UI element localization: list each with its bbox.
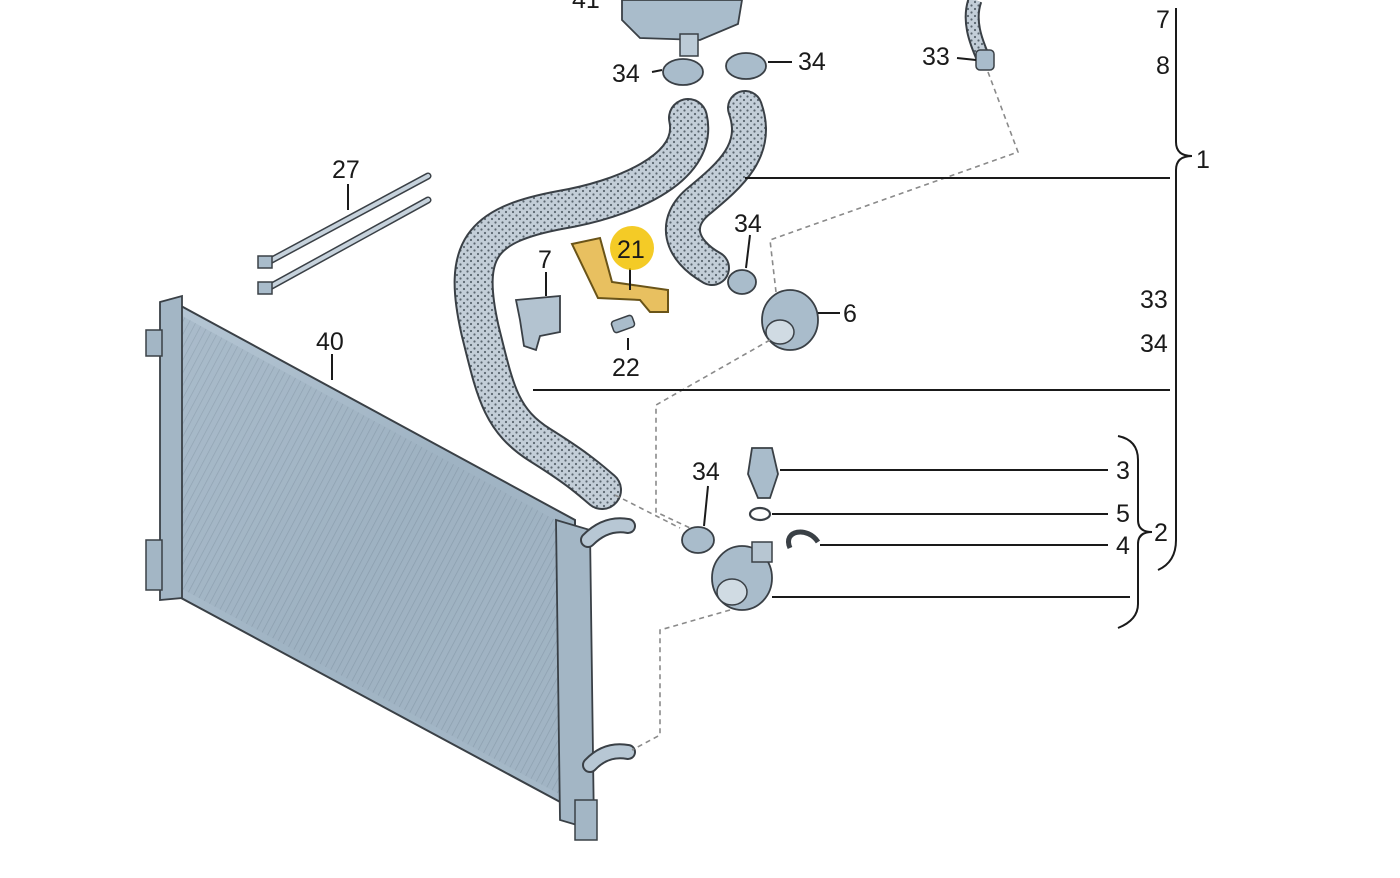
callout-1: 1 — [1196, 146, 1210, 174]
callout-7-mid: 7 — [538, 246, 552, 274]
hose-clip — [514, 295, 561, 352]
highlight-marker — [610, 226, 654, 270]
upper-coolant-hose — [665, 90, 767, 286]
callout-40: 40 — [316, 328, 344, 356]
callout-2: 2 — [1154, 519, 1168, 547]
cable-ties — [257, 172, 432, 295]
callout-7-top: 7 — [1156, 6, 1170, 34]
callout-4: 4 — [1116, 532, 1130, 560]
callout-27: 27 — [332, 156, 360, 184]
callout-22: 22 — [612, 354, 640, 382]
callout-5: 5 — [1116, 500, 1130, 528]
lower-radiator-hose — [453, 98, 710, 510]
radiator — [145, 294, 636, 841]
o-ring — [748, 506, 772, 522]
hose-connector-lower — [711, 541, 773, 611]
leader-lines — [331, 8, 1193, 629]
callout-3: 3 — [1116, 457, 1130, 485]
callout-34-low: 34 — [692, 458, 720, 486]
bracket-highlighted — [570, 236, 669, 313]
callout-33-top: 33 — [922, 43, 950, 71]
assembly-lines — [614, 71, 1020, 751]
hose-connector-upper — [761, 289, 819, 351]
callout-21: 21 — [617, 236, 645, 264]
temperature-sensor — [747, 447, 779, 499]
callout-34-top-right: 34 — [798, 48, 826, 76]
bolt — [610, 314, 636, 334]
callout-34-right: 34 — [1140, 330, 1168, 358]
coolant-housing — [621, 0, 743, 57]
callout-8-top: 8 — [1156, 52, 1170, 80]
callout-41: 41 — [572, 0, 600, 14]
callout-33-right: 33 — [1140, 286, 1168, 314]
callout-6: 6 — [843, 300, 857, 328]
callout-labels: 41 34 34 33 7 8 1 27 21 7 34 6 22 33 34 … — [316, 0, 1210, 560]
retaining-clip — [786, 529, 821, 550]
callout-34-mid: 34 — [734, 210, 762, 238]
callout-34-top-left: 34 — [612, 60, 640, 88]
hose-clamps — [662, 52, 767, 554]
